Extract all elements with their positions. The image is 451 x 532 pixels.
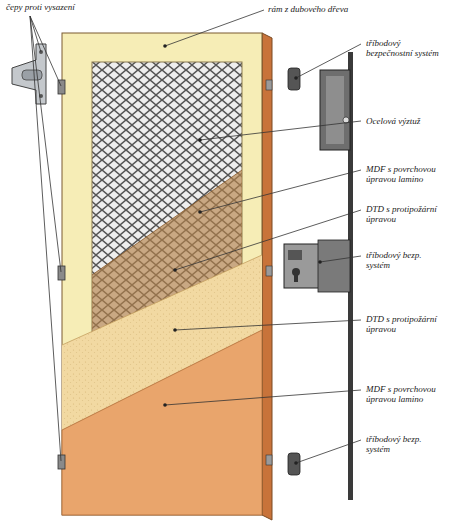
mdf-label: MDF s povrchovou úpravou lamino (366, 164, 446, 184)
frame-label: rám z dubového dřeva (268, 4, 398, 14)
lock-label: tříbodový bezp. systém (366, 434, 446, 454)
dtd-label: DTD s protipožární úpravou (366, 314, 446, 334)
lock-label: tříbodový bezp. systém (366, 250, 446, 270)
mdf-label: MDF s povrchovou úpravou lamino (366, 384, 446, 404)
reinforcement-label: Ocelová výztuž (366, 116, 446, 126)
dtd-label: DTD s protipožární úpravou (366, 204, 446, 224)
lock-label: tříbodový bezpečnostní systém (366, 38, 446, 58)
hinge-pin-label: čepy proti vysazení (6, 2, 116, 12)
